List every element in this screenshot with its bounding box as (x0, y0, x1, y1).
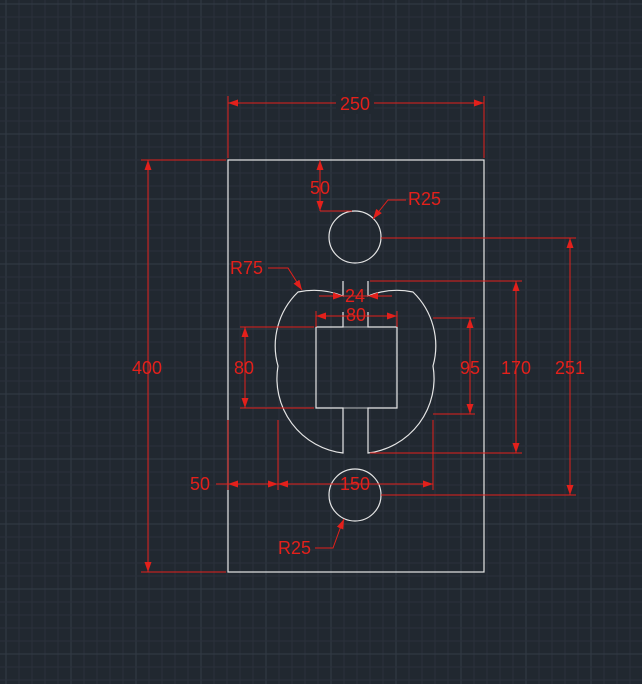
label-left-offset: 50 (190, 474, 210, 494)
label-arc-span: 150 (340, 474, 370, 494)
left-cutout (274, 281, 344, 454)
label-overall-width: 250 (340, 94, 370, 114)
label-inner-height: 95 (460, 358, 480, 378)
label-top-circle-offset: 50 (310, 178, 330, 198)
label-bottom-circle-radius: R25 (278, 538, 311, 558)
label-arc-radius: R75 (230, 258, 263, 278)
inner-rectangle (315, 326, 398, 409)
outer-plate (227, 159, 485, 573)
top-hole (328, 210, 382, 264)
label-circle-spacing: 251 (555, 358, 585, 378)
label-slot-gap: 24 (345, 286, 365, 306)
label-top-circle-radius: R25 (408, 189, 441, 209)
label-arc-height: 170 (501, 358, 531, 378)
label-left-height: 80 (234, 358, 254, 378)
right-cutout (367, 281, 437, 454)
label-overall-height: 400 (132, 358, 162, 378)
dimension-labels: 250 400 50 R25 R75 24 80 80 95 170 251 5… (132, 92, 585, 558)
dimension-graphics (141, 96, 576, 573)
label-inner-width: 80 (346, 305, 366, 325)
